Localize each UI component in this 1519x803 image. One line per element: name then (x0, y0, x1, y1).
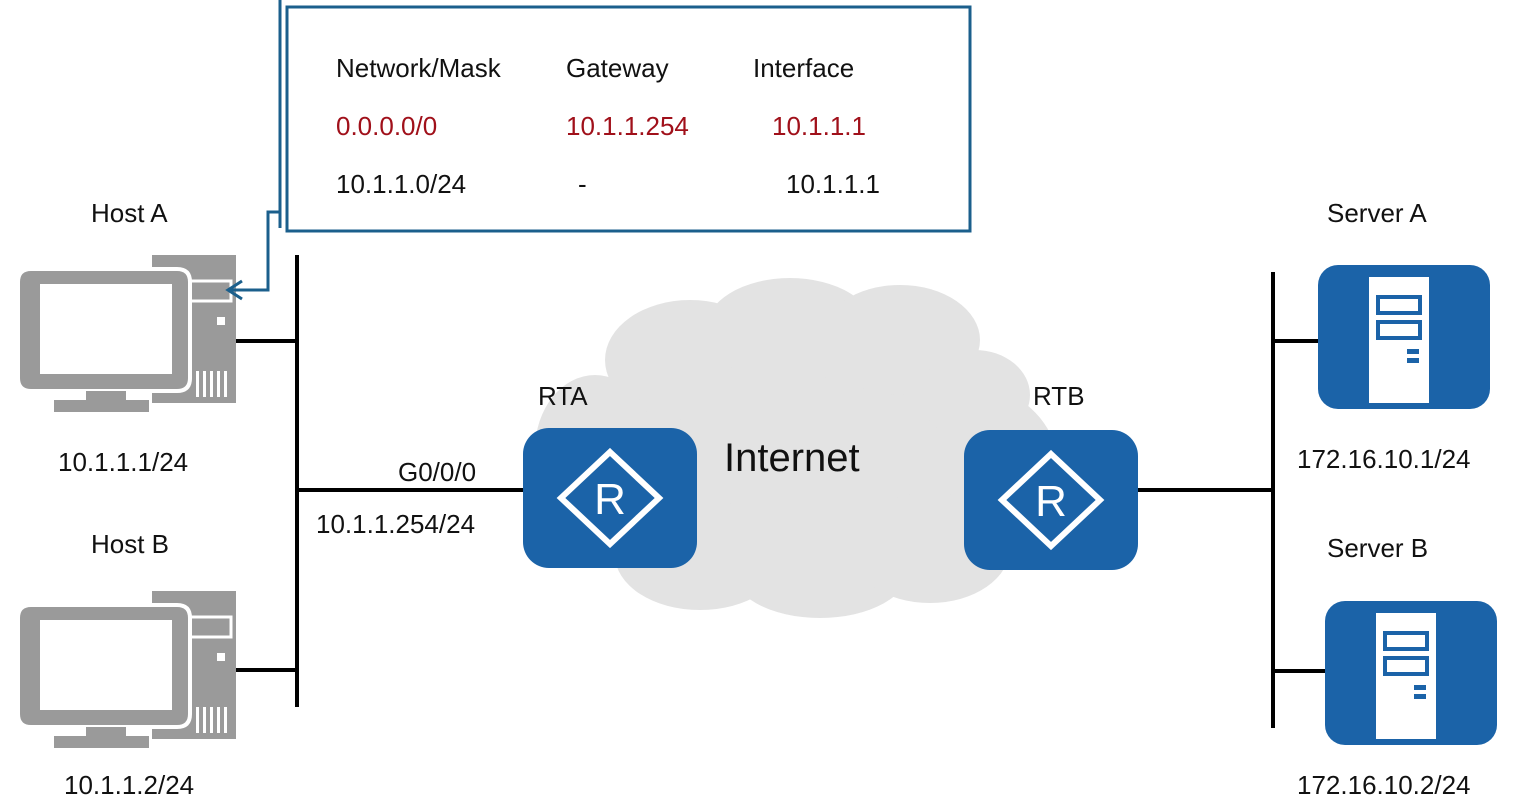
host-a-computer-icon (16, 253, 238, 414)
server-b-name: Server B (1327, 533, 1429, 563)
host-a-name: Host A (91, 198, 168, 228)
server-b-icon (1325, 601, 1497, 745)
server-a-icon (1318, 265, 1490, 409)
host-a-ip: 10.1.1.1/24 (58, 447, 189, 477)
server-a-ip: 172.16.10.1/24 (1297, 444, 1471, 474)
routing-table-callout (225, 0, 972, 301)
route-row-1-interface: 10.1.1.1 (772, 111, 866, 141)
host-b-computer-icon (16, 589, 238, 750)
server-b-ip: 172.16.10.2/24 (1297, 770, 1471, 800)
routing-table-header-gateway: Gateway (566, 53, 669, 83)
route-row-2-interface: 10.1.1.1 (786, 169, 880, 199)
rtb-name: RTB (1033, 381, 1085, 411)
route-row-2-gateway: - (578, 169, 587, 199)
rta-symbol: R (594, 475, 626, 524)
left-lan-links (224, 255, 525, 707)
route-row-1-network: 0.0.0.0/0 (336, 111, 438, 141)
rta-port-ip: 10.1.1.254/24 (316, 509, 476, 539)
internet-label: Internet (724, 436, 860, 480)
route-row-1-gateway: 10.1.1.254 (566, 111, 689, 141)
routing-table-header-interface: Interface (753, 53, 855, 83)
route-row-2-network: 10.1.1.0/24 (336, 169, 467, 199)
server-a-name: Server A (1327, 198, 1427, 228)
host-b-ip: 10.1.1.2/24 (64, 770, 195, 800)
right-lan-links (1135, 272, 1325, 728)
rtb-symbol: R (1035, 477, 1067, 526)
routing-table-header-network: Network/Mask (336, 53, 501, 83)
rta-name: RTA (538, 381, 588, 411)
host-b-name: Host B (91, 529, 170, 559)
rta-port-name: G0/0/0 (398, 457, 477, 487)
